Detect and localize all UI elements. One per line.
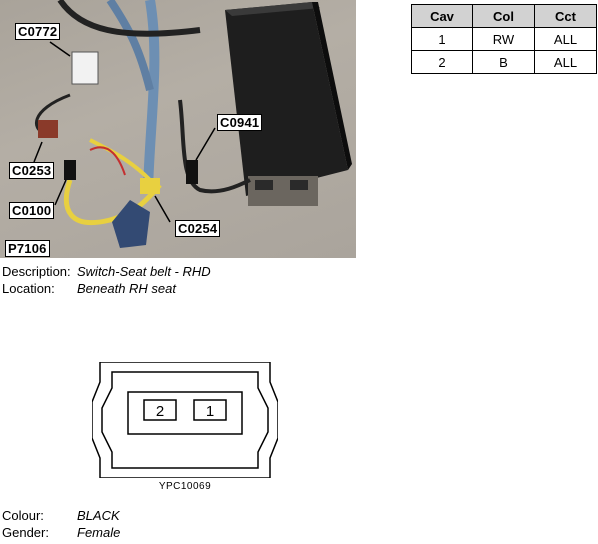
module-box [225,2,348,196]
cell-col: B [472,50,535,74]
callout-c0100: C0100 [9,202,55,219]
callout-c0772: C0772 [15,23,61,40]
table-row: 2 B ALL [411,50,597,74]
leader-line [33,141,43,163]
cell-cct: ALL [534,27,597,51]
component-photo: C0772 C0941 C0253 C0100 C0254 P7106 [0,0,356,258]
gender-value: Female [77,525,121,540]
cell-cav: 1 [411,27,473,51]
cell-cav: 2 [411,50,473,74]
location-value: Beneath RH seat [77,281,177,296]
header-cct: Cct [534,4,597,28]
blue-harness [143,0,160,191]
red-wire [89,146,126,176]
description-label: Description: [2,264,71,279]
photo-illustration [33,0,352,248]
description-line: Description: Switch-Seat belt - RHD [2,263,211,280]
callout-p7106: P7106 [5,240,50,257]
leader-line [154,195,171,223]
connector-c0253 [38,120,58,138]
connector-inner-outline [101,371,269,469]
module-box-side [312,2,352,170]
cavity-table: Cav Col Cct 1 RW ALL 2 B ALL [411,4,597,74]
connector-c0100 [64,160,76,180]
leader-line [54,179,67,206]
yellow-wire [63,179,162,226]
callout-c0253: C0253 [9,162,55,179]
bracket-slot [255,180,273,190]
connector-face-diagram: 2 1 [92,362,278,478]
bracket-slot [290,180,308,190]
leader-line [49,41,71,57]
yellow-wire [89,138,152,182]
colour-label: Colour: [2,508,44,523]
connector-outline [92,362,278,478]
gender-line: Gender: Female [2,524,120,541]
cavity-2 [143,399,177,421]
header-cav: Cav [411,4,473,28]
table-header-row: Cav Col Cct [411,4,597,28]
black-wire [178,99,251,194]
module-box-top [225,2,320,16]
connector-c0254 [140,178,160,194]
cell-cct: ALL [534,50,597,74]
black-wire [57,0,201,37]
location-line: Location: Beneath RH seat [2,280,176,297]
seatbelt-switch [112,200,150,248]
callout-c0254: C0254 [175,220,221,237]
connector-reference: YPC10069 [158,481,212,492]
connector-c0772 [71,51,99,85]
cell-col: RW [472,27,535,51]
gender-label: Gender: [2,525,49,540]
table-row: 1 RW ALL [411,27,597,51]
pin-1-label: 1 [206,403,214,420]
callout-c0941: C0941 [217,114,263,131]
connector-c0941 [186,160,198,184]
colour-line: Colour: BLACK [2,507,120,524]
colour-value: BLACK [77,508,120,523]
leader-line [195,127,216,161]
header-col: Col [472,4,535,28]
cavity-1 [193,399,227,421]
pin-2-label: 2 [156,403,164,420]
blue-harness [106,0,154,91]
location-label: Location: [2,281,55,296]
description-value: Switch-Seat belt - RHD [77,264,211,279]
cavity-housing [127,391,243,435]
